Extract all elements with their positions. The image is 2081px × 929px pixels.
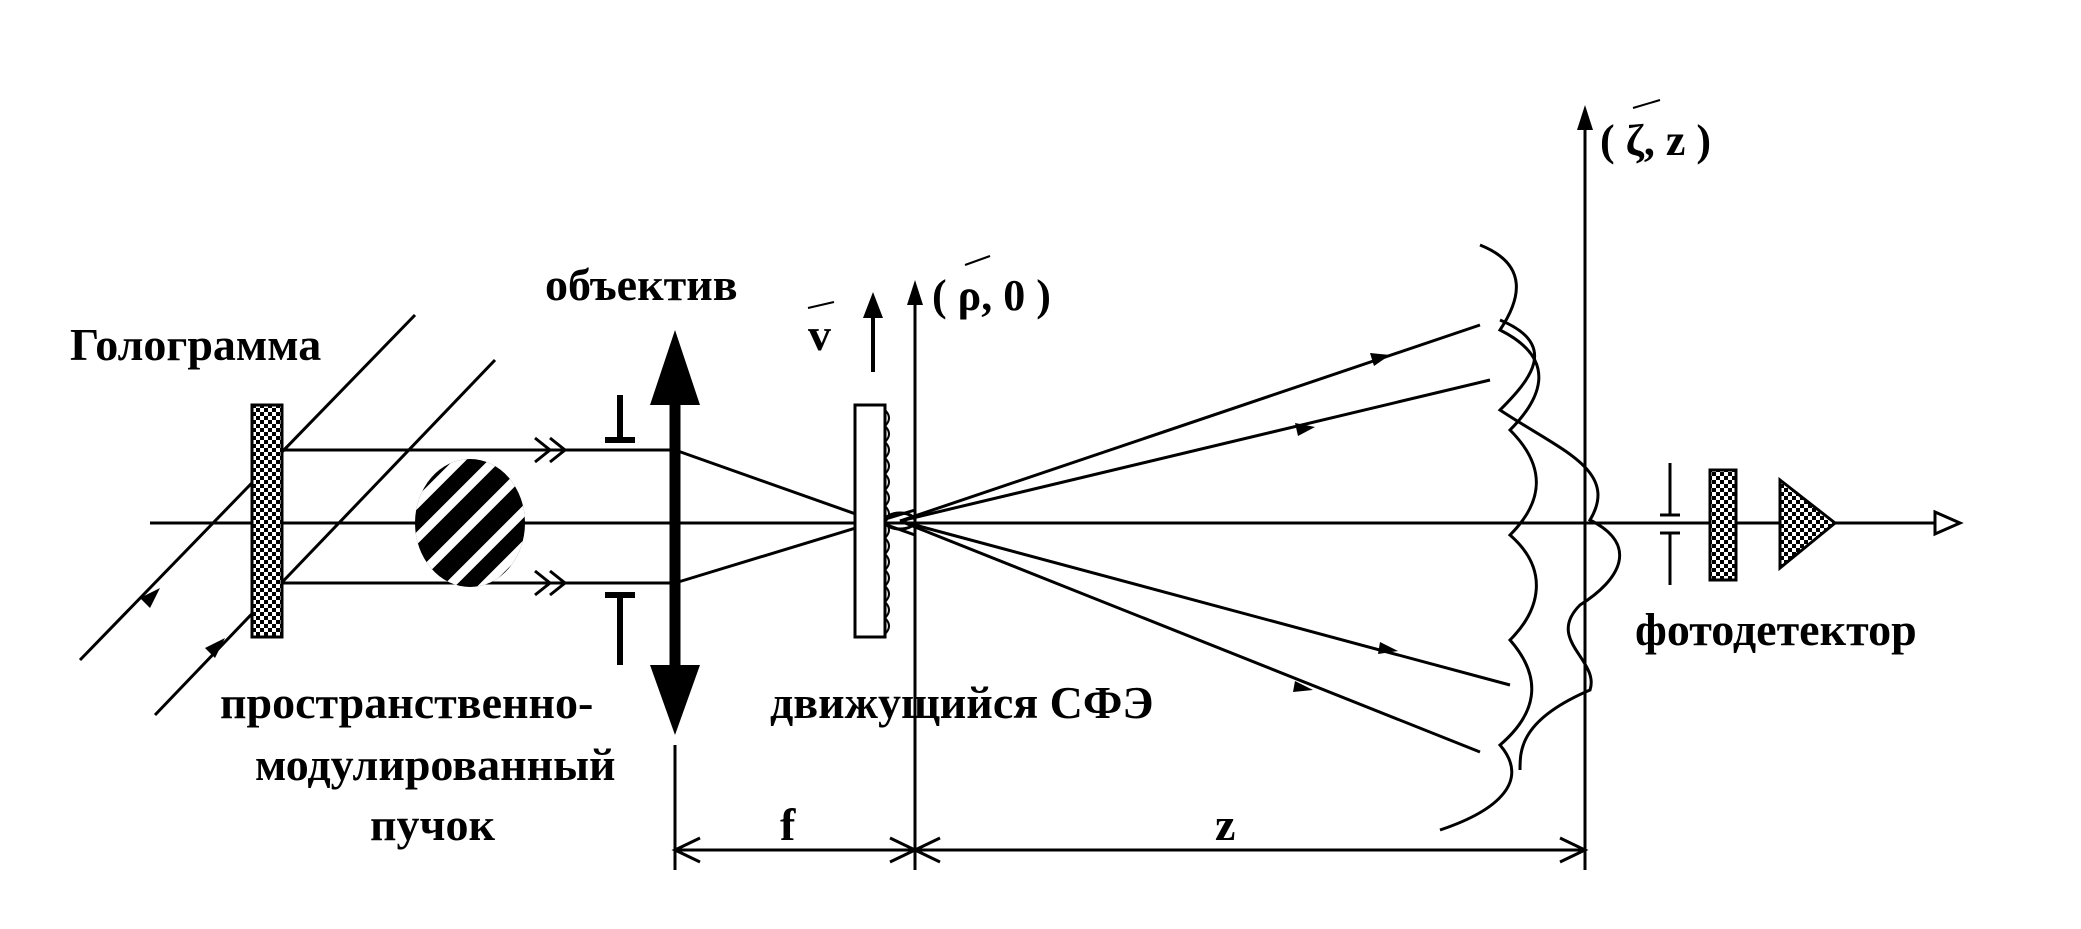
scattered-rays [899, 323, 1511, 754]
moving-filter-element [853, 403, 887, 639]
photodetector-label: фотодетектор [1635, 604, 1917, 655]
aperture-stop [605, 395, 635, 665]
moving-element-label: движущийся СФЭ [770, 677, 1154, 728]
zeta-vector-mark [1632, 99, 1661, 109]
beam-label-line2: модулированный [255, 739, 616, 790]
incoming-beam-arrowhead [205, 638, 225, 658]
wavefront-inner [1497, 318, 1622, 771]
beam-label-line3: пучок [370, 799, 495, 850]
photodetector-filter [1708, 468, 1738, 582]
wavefront-outer [1439, 243, 1541, 832]
modulated-beam-ellipse [415, 459, 525, 587]
beam-label-line1: пространственно- [220, 677, 593, 728]
hologram-label: Голограмма [70, 319, 321, 370]
plane1-axis-label: ( ρ, 0 ) [932, 271, 1051, 320]
dimension-lines [673, 745, 1585, 870]
distance-z-label: z [1215, 799, 1235, 850]
velocity-arrow [863, 292, 883, 372]
photodetector-icon [1778, 476, 1838, 572]
double-chevron-arrows [534, 436, 568, 597]
plane2-axis-label: ( ζ, z ) [1600, 116, 1711, 165]
hologram-plate [250, 403, 284, 639]
scattered-ray-arrowheads [1293, 353, 1398, 692]
dimension-arrowheads [671, 836, 1589, 864]
plane2-axis [1577, 105, 1593, 870]
plane1-axis [907, 280, 923, 870]
velocity-label: v [808, 309, 831, 360]
photodetector-assembly [1660, 463, 1838, 585]
rho-vector-mark [964, 255, 991, 266]
optical-axis-arrowhead [1933, 509, 1964, 537]
incoming-beams [78, 313, 497, 717]
velocity-vector-mark [807, 301, 835, 309]
lens-label: объектив [545, 259, 738, 310]
distance-f-label: f [780, 799, 796, 850]
objective-lens [650, 330, 700, 735]
incoming-beam-arrowhead [140, 588, 160, 608]
